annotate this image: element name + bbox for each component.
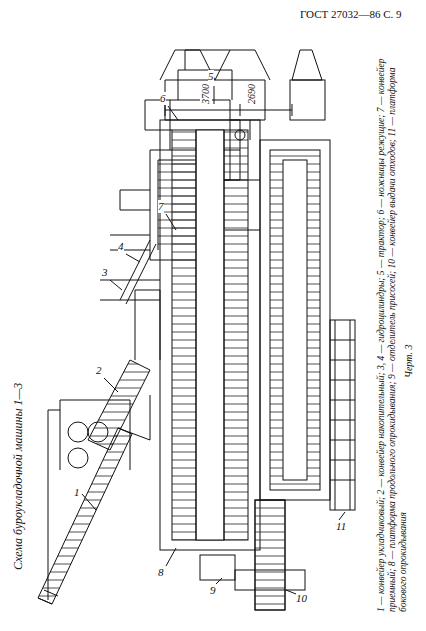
callout-number: 1: [74, 486, 80, 499]
legend-text: 1 — конвейер укладчиковый; 2 — конвейер …: [376, 52, 409, 612]
callout-number: 10: [296, 592, 307, 605]
dimension-lines: [165, 104, 292, 116]
callout-number: 5: [208, 70, 214, 83]
diagram-title: Схема буроукладочной машины 1—3: [12, 383, 26, 570]
callout-number: 9: [210, 584, 216, 597]
callout-number: 3: [102, 266, 108, 279]
plan-view: [160, 50, 355, 610]
dimension: 3700: [200, 84, 212, 104]
callout-number: 6: [160, 92, 166, 105]
callout-number: 7: [158, 200, 164, 213]
callout-number: 8: [158, 566, 164, 579]
side-view: [38, 50, 240, 604]
page-header: ГОСТ 27032—86 С. 9: [300, 8, 402, 21]
dimension: 2690: [246, 84, 258, 104]
leader-lines: [82, 86, 345, 594]
callout-number: 11: [336, 520, 346, 533]
figure-caption: Черт. 3: [403, 344, 415, 378]
callout-number: 2: [96, 364, 102, 377]
callout-number: 4: [118, 240, 124, 253]
